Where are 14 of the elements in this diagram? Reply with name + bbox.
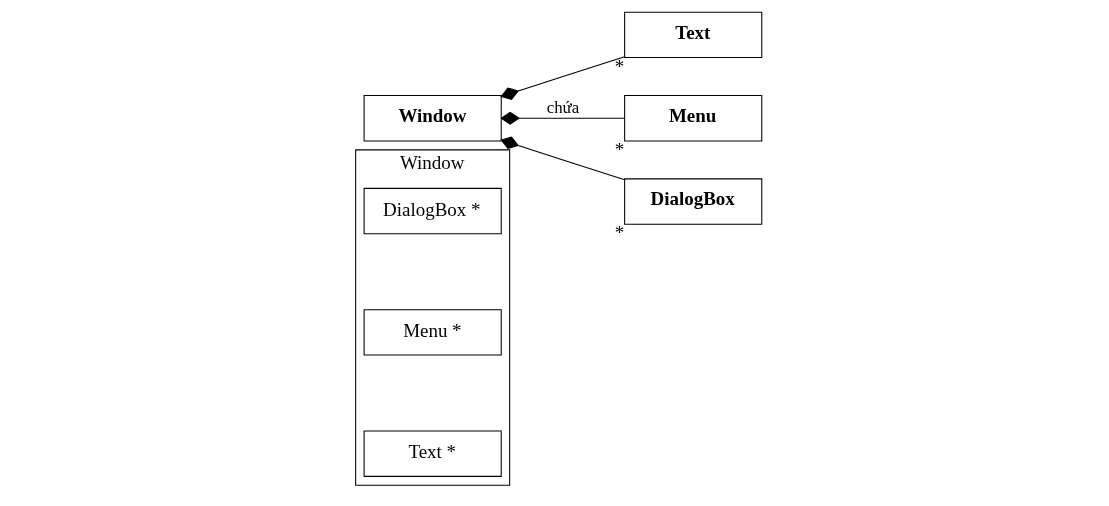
- connector: [500, 111, 626, 125]
- node-box: Menu: [624, 95, 763, 142]
- node-label: *: [614, 222, 625, 244]
- node-box: DialogBox: [624, 178, 763, 225]
- node-label: *: [614, 55, 625, 77]
- node-box: Text *: [363, 430, 502, 477]
- node-box: Window: [363, 95, 502, 142]
- connector: [500, 136, 626, 181]
- node-box: Text: [624, 11, 763, 59]
- node-box: Menu *: [363, 309, 502, 356]
- edge-label: chứa: [546, 97, 580, 117]
- node-label: *: [614, 139, 625, 161]
- node-box: DialogBox *: [363, 187, 502, 235]
- connector: [500, 56, 626, 100]
